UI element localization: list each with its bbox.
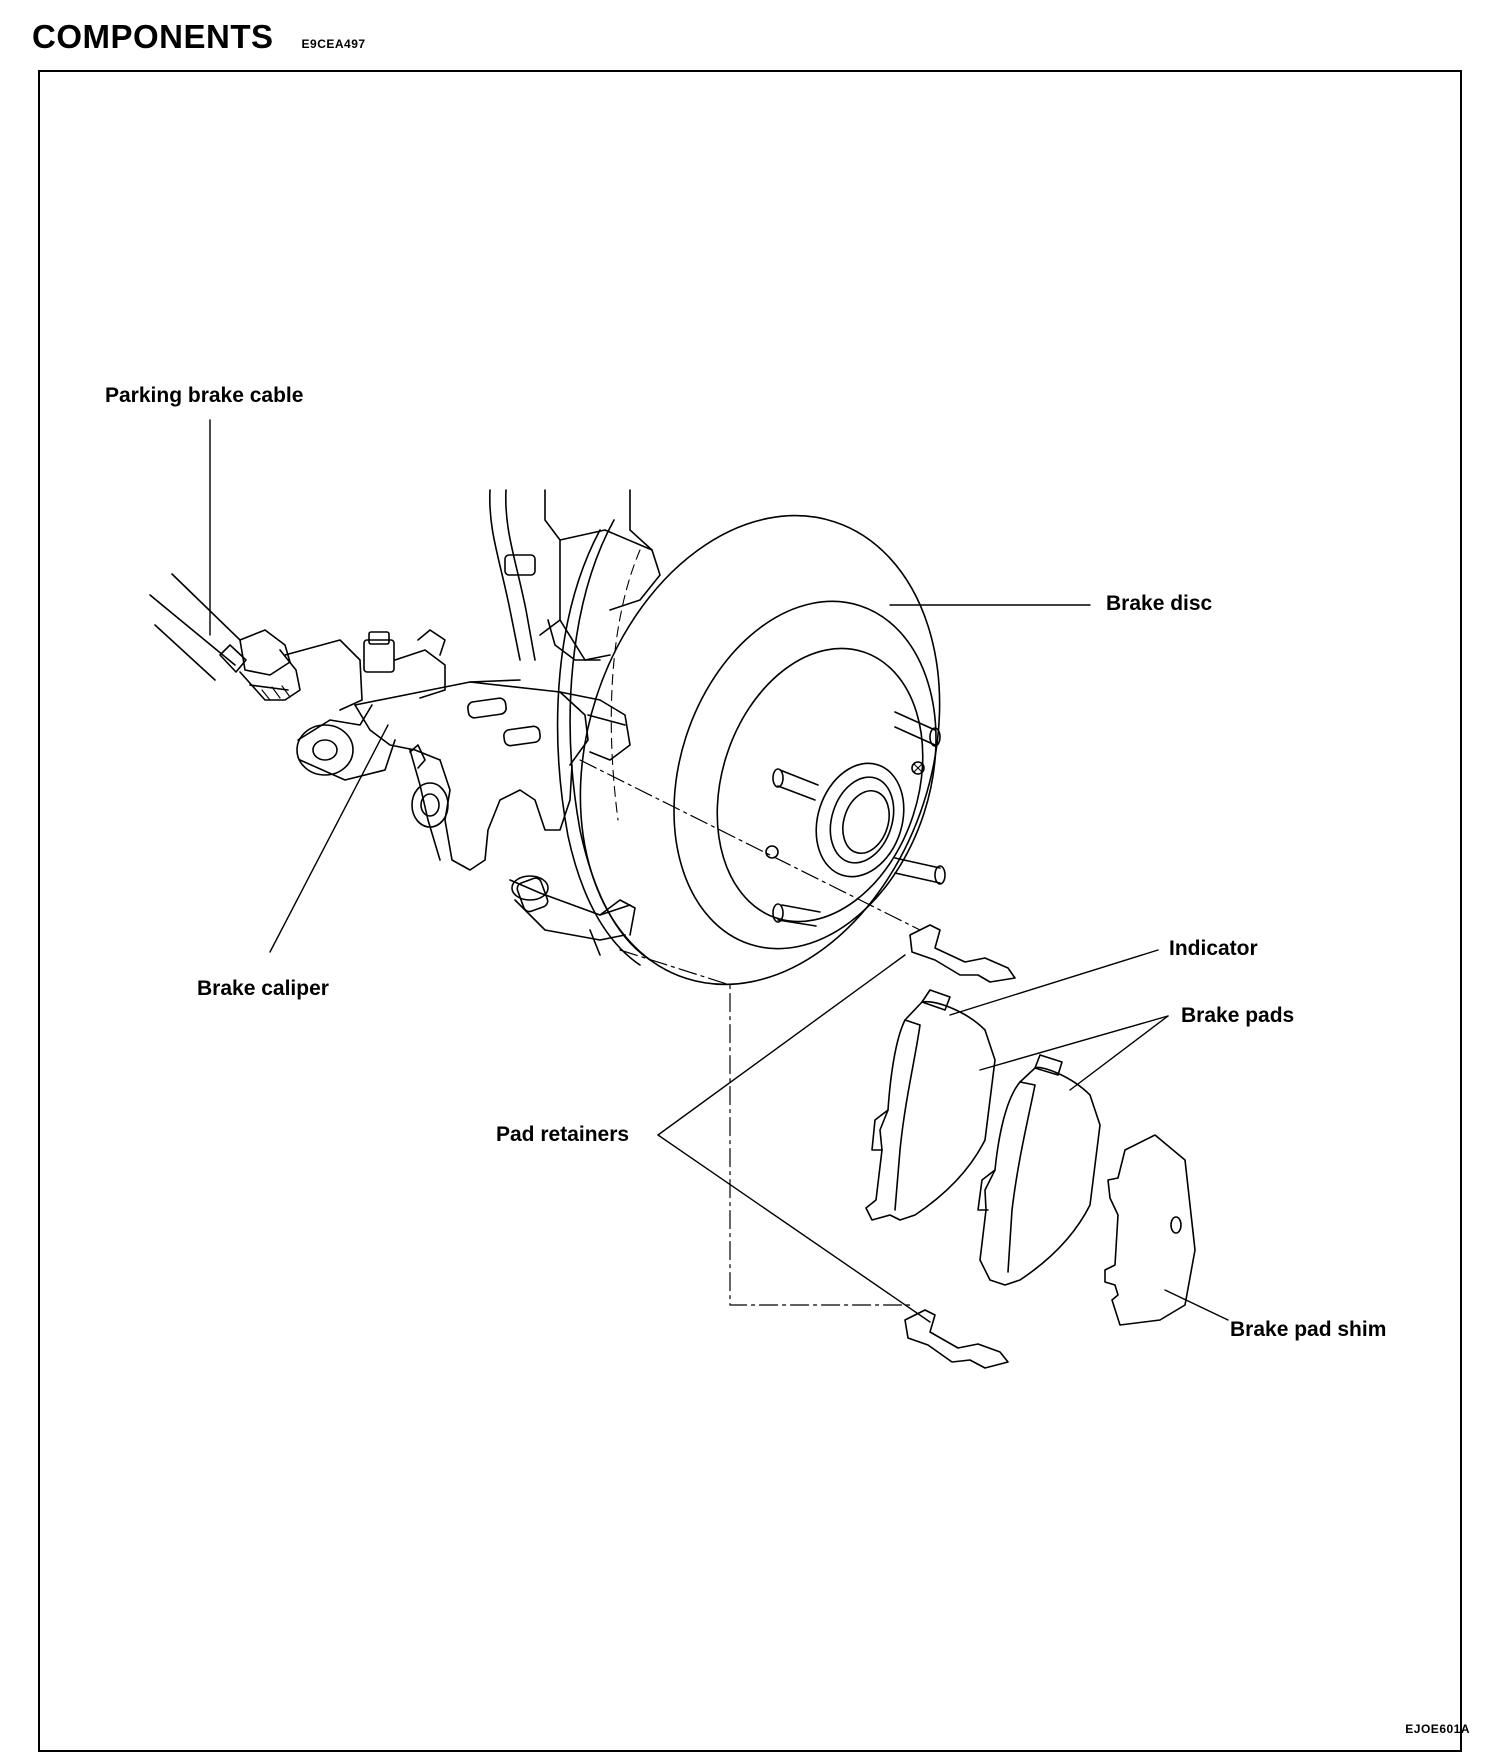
- brake-pad-2-drawing: [977, 1054, 1101, 1286]
- knuckle-strut: [488, 489, 661, 661]
- label-brake-pad-shim: Brake pad shim: [1230, 1318, 1387, 1341]
- label-pad-retainers: Pad retainers: [496, 1123, 630, 1146]
- parking-brake-cable-drawing: [149, 573, 291, 681]
- leader-pad-retainer-lower: [657, 1134, 931, 1323]
- leader-brake-pads-2: [1069, 1015, 1169, 1091]
- figure-code: EJOE601A: [1405, 1722, 1470, 1736]
- caliper-guide-pin-drawing: [509, 875, 636, 956]
- brake-pad-shim-drawing: [1104, 1134, 1196, 1326]
- leader-brake-caliper: [269, 724, 389, 953]
- leader-brake-pad-shim: [1164, 1289, 1229, 1321]
- page-header: COMPONENTS E9CEA497: [32, 18, 366, 56]
- label-brake-caliper: Brake caliper: [197, 977, 329, 1000]
- leader-lines: [209, 419, 1229, 1323]
- section-code: E9CEA497: [301, 37, 366, 51]
- label-brake-pads: Brake pads: [1181, 1004, 1295, 1027]
- brake-pad-1-drawing: [865, 989, 996, 1221]
- section-title: COMPONENTS: [32, 18, 274, 55]
- upper-pad-retainer-drawing: [909, 924, 1016, 983]
- brake-caliper-drawing: [239, 629, 631, 871]
- leader-pad-retainer-upper: [657, 954, 906, 1136]
- leader-brake-pads-1: [979, 1015, 1169, 1071]
- assembly-lines: [579, 759, 921, 1306]
- label-brake-disc: Brake disc: [1106, 592, 1213, 615]
- leader-indicator: [949, 949, 1159, 1016]
- brake-disc-drawing: [556, 514, 946, 986]
- label-parking-brake-cable: Parking brake cable: [105, 384, 304, 407]
- label-indicator: Indicator: [1169, 937, 1258, 960]
- lower-pad-retainer-drawing: [904, 1309, 1009, 1369]
